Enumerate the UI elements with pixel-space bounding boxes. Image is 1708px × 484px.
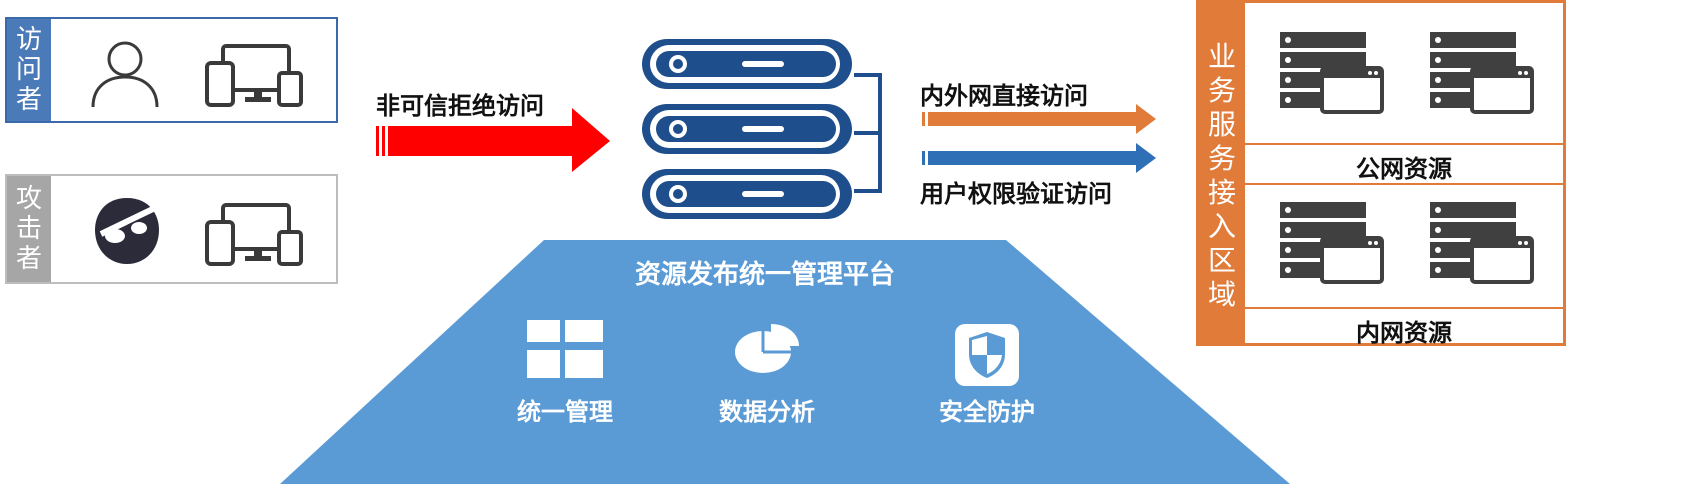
server-stack-icon	[642, 39, 882, 219]
visitor-label: 访 问 者	[7, 19, 51, 121]
attacker-label-char: 击	[15, 214, 42, 244]
platform-title: 资源发布统一管理平台	[634, 260, 895, 290]
feature-label-security: 安全防护	[939, 398, 1035, 426]
server-window-icon	[1280, 32, 1384, 114]
shield-icon	[955, 324, 1019, 386]
access-zone-label-char: 服	[1207, 108, 1236, 141]
attacker-label-char: 攻	[15, 184, 42, 214]
public-resources-label: 公网资源	[1356, 155, 1452, 183]
reject-label: 非可信拒绝访问	[376, 92, 544, 120]
server-unit	[642, 39, 852, 89]
visitor-label-char: 者	[15, 85, 42, 115]
internal-resources-label: 内网资源	[1356, 319, 1452, 347]
access-zone-label-char: 入	[1207, 210, 1236, 243]
zone-divider	[1245, 307, 1563, 309]
server-window-icon	[1430, 202, 1534, 284]
server-window-icon	[1430, 32, 1534, 114]
feature-label-data-analysis: 数据分析	[719, 398, 815, 426]
access-zone-label-char: 业	[1207, 40, 1236, 73]
access-zone-label-char: 域	[1207, 278, 1236, 311]
attacker-label-char: 者	[15, 244, 42, 274]
access-zone-label-char: 务	[1207, 74, 1236, 107]
direct-access-label: 内外网直接访问	[920, 82, 1088, 110]
access-zone-label-char: 区	[1207, 244, 1236, 277]
visitor-box: 访 问 者	[5, 17, 338, 123]
grid-icon	[527, 320, 603, 378]
user-icon	[91, 41, 159, 108]
feature-label-unified-management: 统一管理	[517, 398, 613, 426]
server-unit	[642, 104, 852, 154]
attacker-box: 攻 击 者	[5, 174, 338, 284]
server-unit	[642, 169, 852, 219]
pie-chart-icon	[735, 324, 799, 373]
server-window-icon	[1280, 202, 1384, 284]
zone-divider	[1245, 183, 1563, 185]
direct-access-arrow	[922, 104, 1156, 134]
reject-arrow	[376, 108, 610, 172]
devices-icon	[205, 203, 303, 266]
access-zone-label: 业 务 服 务 接 入 区 域	[1199, 3, 1245, 343]
hacker-icon	[95, 198, 159, 264]
visitor-label-char: 访	[15, 25, 42, 55]
verify-access-label: 用户权限验证访问	[920, 180, 1112, 208]
verify-access-arrow	[922, 143, 1156, 173]
access-zone-label-char: 务	[1207, 142, 1236, 175]
access-zone-label-char: 接	[1207, 176, 1236, 209]
devices-icon	[205, 44, 303, 107]
zone-divider	[1245, 143, 1563, 145]
visitor-label-char: 问	[15, 55, 42, 85]
attacker-label: 攻 击 者	[7, 176, 51, 282]
